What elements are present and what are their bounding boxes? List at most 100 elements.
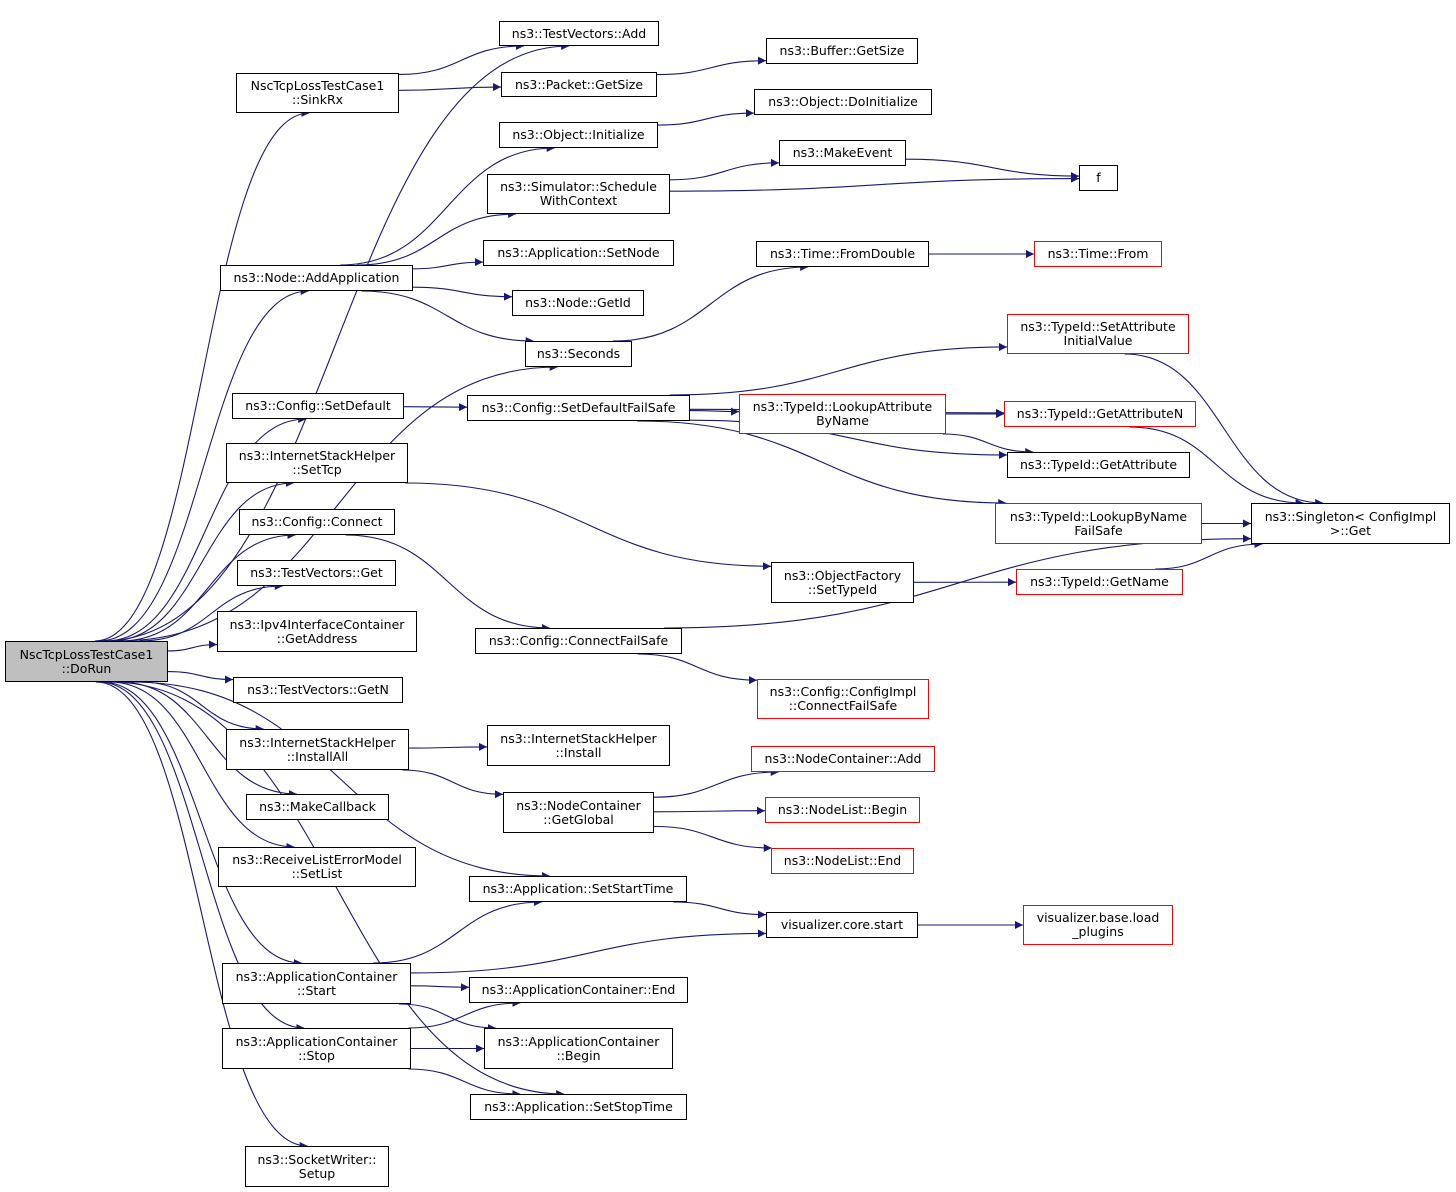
edge-seconds-to-time_fromdouble	[612, 263, 809, 342]
node-application-setstarttime[interactable]: ns3::Application::SetStartTime	[469, 876, 687, 902]
node-nodelist-begin[interactable]: ns3::NodeList::Begin	[765, 797, 920, 823]
node-time-from[interactable]: ns3::Time::From	[1034, 241, 1162, 267]
node-label-line1: ns3::Simulator::Schedule	[500, 179, 657, 194]
edge-tid_getattrn-to-singleton	[1129, 426, 1304, 507]
edge-root-to-app_setstop	[109, 681, 565, 1098]
node-visualizer-core-start[interactable]: visualizer.core.start	[766, 912, 918, 938]
edge-nc_getglobal-to-nc_add	[653, 768, 779, 798]
node-label: ns3::NodeList::End	[783, 853, 902, 868]
node-internetstackhelper-install[interactable]: ns3::InternetStackHelper ::Install	[487, 725, 670, 766]
node-label-line1: NscTcpLossTestCase1	[250, 78, 385, 93]
node-label: ns3::Application::SetStartTime	[482, 881, 674, 896]
node-label-line1: NscTcpLossTestCase1	[19, 646, 154, 662]
node-label: ns3::Config::ConnectFailSafe	[488, 633, 669, 648]
node-testvectors-getn[interactable]: ns3::TestVectors::GetN	[233, 677, 403, 703]
edge-root-to-cfg_connect	[120, 531, 296, 642]
node-packet-getsize[interactable]: ns3::Packet::GetSize	[501, 72, 657, 97]
node-typeid-getname[interactable]: ns3::TypeId::GetName	[1016, 569, 1183, 595]
node-label-line2: ::Install	[555, 744, 602, 760]
edge-sinkrx-to-pkt_getsize	[398, 83, 502, 92]
node-object-initialize[interactable]: ns3::Object::Initialize	[499, 122, 658, 148]
edge-root-to-ish_settcp	[110, 479, 294, 642]
edge-root-to-tv_get	[139, 582, 283, 642]
edge-root-to-makecallback	[119, 681, 297, 798]
node-applicationcontainer-stop[interactable]: ns3::ApplicationContainer ::Stop	[222, 1028, 411, 1069]
node-typeid-getattribute[interactable]: ns3::TypeId::GetAttribute	[1007, 452, 1190, 478]
node-simulator-schedulewithcontext[interactable]: ns3::Simulator::Schedule WithContext	[487, 174, 670, 214]
edge-ac_stop-to-ac_end	[408, 999, 521, 1029]
node-configimpl-connectfailsafe[interactable]: ns3::Config::ConfigImpl ::ConnectFailSaf…	[757, 679, 929, 719]
node-root-dorun: NscTcpLossTestCase1 ::DoRun	[5, 641, 168, 682]
node-label-line2: ::SinkRx	[291, 92, 344, 107]
node-label: ns3::ApplicationContainer::End	[481, 982, 676, 997]
edge-root-to-tv_getn	[167, 670, 234, 684]
edge-obj_init-to-obj_doinit	[657, 109, 755, 126]
node-internetstackhelper-settcp[interactable]: ns3::InternetStackHelper ::SetTcp	[226, 443, 408, 483]
node-label: ns3::Object::Initialize	[512, 127, 645, 142]
node-application-setstoptime[interactable]: ns3::Application::SetStopTime	[470, 1094, 687, 1120]
node-label: ns3::TestVectors::GetN	[247, 682, 389, 697]
node-application-setnode[interactable]: ns3::Application::SetNode	[483, 240, 674, 266]
edge-root-to-rlem_setlist	[109, 681, 295, 851]
node-objectfactory-settypeid[interactable]: ns3::ObjectFactory ::SetTypeId	[771, 562, 914, 603]
node-applicationcontainer-end[interactable]: ns3::ApplicationContainer::End	[469, 977, 688, 1003]
node-label: ns3::Node::GetId	[525, 295, 631, 310]
node-label: ns3::TestVectors::Add	[511, 25, 647, 41]
edge-cfg_connectfs-to-cfgimpl_connectfs	[637, 653, 758, 685]
node-config-setdefault[interactable]: ns3::Config::SetDefault	[232, 393, 404, 419]
node-internetstackhelper-installall[interactable]: ns3::InternetStackHelper ::InstallAll	[226, 729, 409, 770]
node-typeid-getattributen[interactable]: ns3::TypeId::GetAttributeN	[1004, 401, 1196, 427]
edge-ish_installall-to-ish_install	[408, 742, 488, 751]
node-makecallback[interactable]: ns3::MakeCallback	[246, 794, 389, 820]
node-nodecontainer-add[interactable]: ns3::NodeContainer::Add	[751, 746, 935, 772]
node-node-addapplication[interactable]: ns3::Node::AddApplication	[220, 265, 413, 291]
edge-node_addapp-to-node_getid	[412, 286, 513, 301]
node-applicationcontainer-begin[interactable]: ns3::ApplicationContainer ::Begin	[484, 1028, 673, 1069]
node-object-doinitialize[interactable]: ns3::Object::DoInitialize	[754, 89, 932, 115]
node-singleton-configimpl-get[interactable]: ns3::Singleton< ConfigImpl >::Get	[1251, 503, 1450, 544]
node-buffer-getsize[interactable]: ns3::Buffer::GetSize	[766, 38, 918, 64]
node-nodecontainer-getglobal[interactable]: ns3::NodeContainer ::GetGlobal	[503, 792, 654, 833]
node-visualizer-base-load-plugins[interactable]: visualizer.base.load _plugins	[1023, 905, 1173, 945]
node-label-line2: ::GetGlobal	[543, 811, 614, 827]
node-label-line2: ::SetList	[291, 866, 343, 881]
node-socketwriter-setup[interactable]: ns3::SocketWriter:: Setup	[245, 1146, 389, 1187]
node-time-fromdouble[interactable]: ns3::Time::FromDouble	[756, 241, 929, 267]
node-typeid-lookupbynamefailsafe[interactable]: ns3::TypeId::LookupByName FailSafe	[995, 503, 1202, 544]
node-applicationcontainer-start[interactable]: ns3::ApplicationContainer ::Start	[222, 963, 411, 1004]
node-ipv4interfacecontainer-getaddress[interactable]: ns3::Ipv4InterfaceContainer ::GetAddress	[217, 611, 417, 652]
node-config-connect[interactable]: ns3::Config::Connect	[239, 509, 395, 535]
node-config-connectfailsafe[interactable]: ns3::Config::ConnectFailSafe	[475, 628, 682, 654]
node-typeid-setattributeinitialvalue[interactable]: ns3::TypeId::SetAttribute InitialValue	[1007, 314, 1189, 354]
node-testvectors-get[interactable]: ns3::TestVectors::Get	[237, 560, 396, 586]
node-label: f	[1096, 170, 1101, 185]
edge-cfg_setdefaultfs-to-tid_setattr	[669, 342, 1008, 396]
edge-root-to-seconds	[119, 363, 558, 642]
node-label-line2: ::SetTypeId	[807, 581, 878, 597]
edge-root-to-cfg_setdefault	[105, 415, 307, 642]
node-nodelist-end[interactable]: ns3::NodeList::End	[771, 848, 914, 874]
node-seconds[interactable]: ns3::Seconds	[525, 341, 632, 367]
node-label: ns3::Packet::GetSize	[514, 76, 644, 92]
node-label: ns3::Config::Connect	[251, 514, 383, 529]
node-label-line2: ::Start	[297, 982, 336, 998]
edge-ac_start-to-viz_start	[410, 929, 767, 974]
node-config-setdefaultfailsafe[interactable]: ns3::Config::SetDefaultFailSafe	[467, 395, 690, 421]
node-testvectors-add[interactable]: ns3::TestVectors::Add	[499, 21, 659, 46]
edge-tid_lookupattr-to-tid_getattr	[942, 433, 1034, 456]
node-label-line1: ns3::TypeId::SetAttribute	[1020, 319, 1176, 334]
node-label-line2: ::ConnectFailSafe	[788, 698, 898, 713]
node-receivelisterrormodel-setlist[interactable]: ns3::ReceiveListErrorModel ::SetList	[218, 847, 416, 887]
node-f[interactable]: f	[1079, 165, 1118, 191]
node-typeid-lookupattributebyname[interactable]: ns3::TypeId::LookupAttribute ByName	[739, 394, 946, 434]
node-label: visualizer.core.start	[780, 917, 904, 932]
edge-tid_getname-to-singleton	[1155, 540, 1263, 570]
node-label: ns3::Node::AddApplication	[233, 270, 400, 285]
node-node-getid[interactable]: ns3::Node::GetId	[512, 290, 644, 316]
node-sinkrx[interactable]: NscTcpLossTestCase1 ::SinkRx	[236, 73, 399, 113]
edge-cfg_setdefaultfs-to-tid_lookupbyname	[637, 420, 1007, 507]
node-label-line1: ns3::Ipv4InterfaceContainer	[229, 616, 405, 632]
edge-root-to-ish_installall	[140, 681, 264, 733]
node-label-line2: >::Get	[1329, 522, 1372, 538]
node-makeevent[interactable]: ns3::MakeEvent	[779, 140, 906, 166]
